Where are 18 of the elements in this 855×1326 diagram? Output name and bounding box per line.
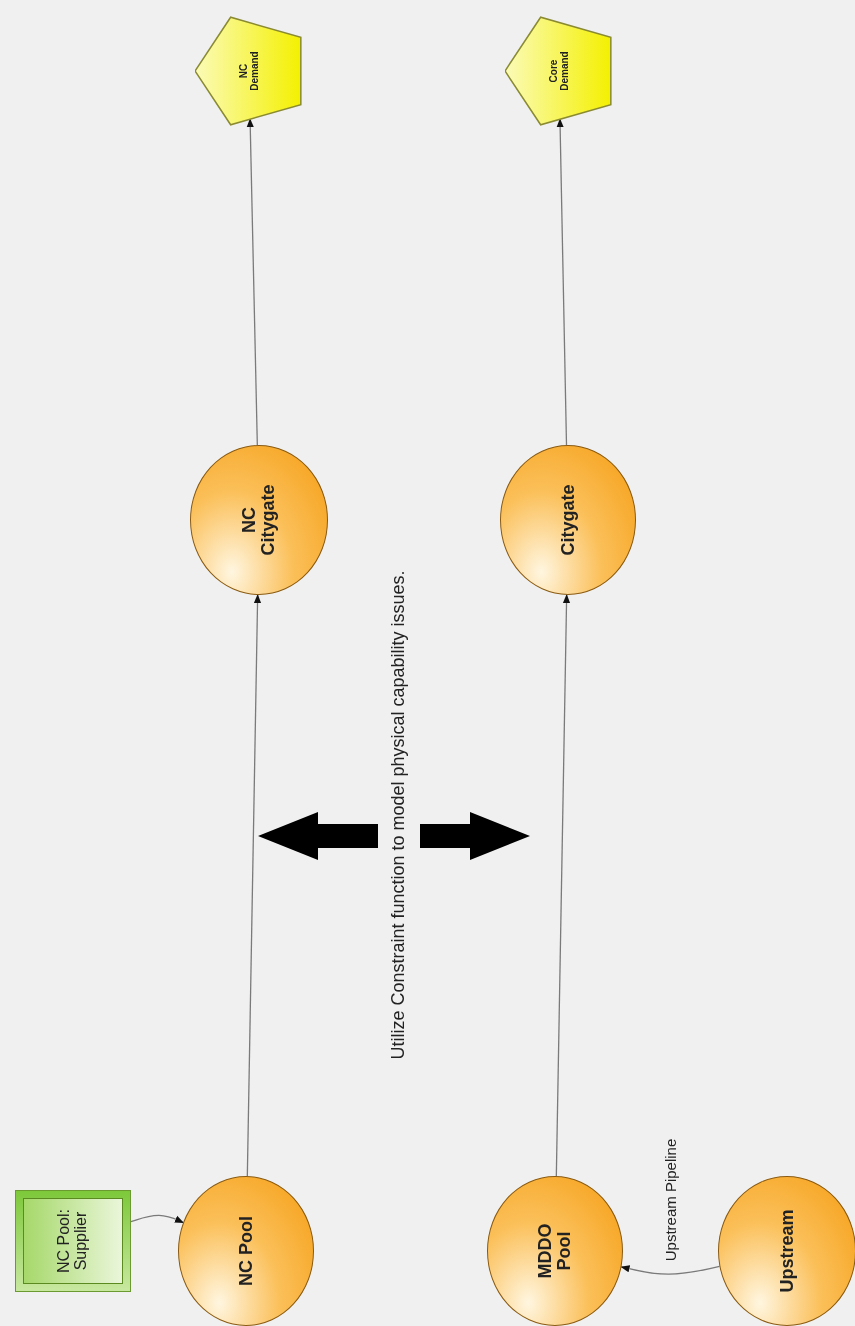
node-label: NC Demand	[238, 50, 260, 92]
demand-pentagon	[195, 15, 303, 127]
connector-arrow	[620, 1265, 721, 1275]
node-label: NC Pool	[236, 1215, 256, 1288]
connector-arrow	[246, 594, 262, 1177]
node-label: Citygate	[558, 483, 578, 558]
connector-arrow	[246, 118, 258, 446]
demand-pentagon	[505, 15, 613, 127]
connector-arrow	[130, 1214, 184, 1224]
supplier-box	[15, 1190, 131, 1292]
node-label: NC Citygate	[240, 483, 278, 558]
node-label: Core Demand	[548, 50, 570, 92]
node-label: MDDO Pool	[536, 1222, 574, 1281]
connector-arrow	[556, 118, 568, 446]
note-text: Utilize Constraint function to model physical capability issues.	[387, 570, 409, 1060]
node-label: Upstream	[777, 1208, 797, 1295]
connector-arrow	[555, 594, 571, 1177]
node-label: NC Pool: Supplier	[56, 1208, 90, 1275]
